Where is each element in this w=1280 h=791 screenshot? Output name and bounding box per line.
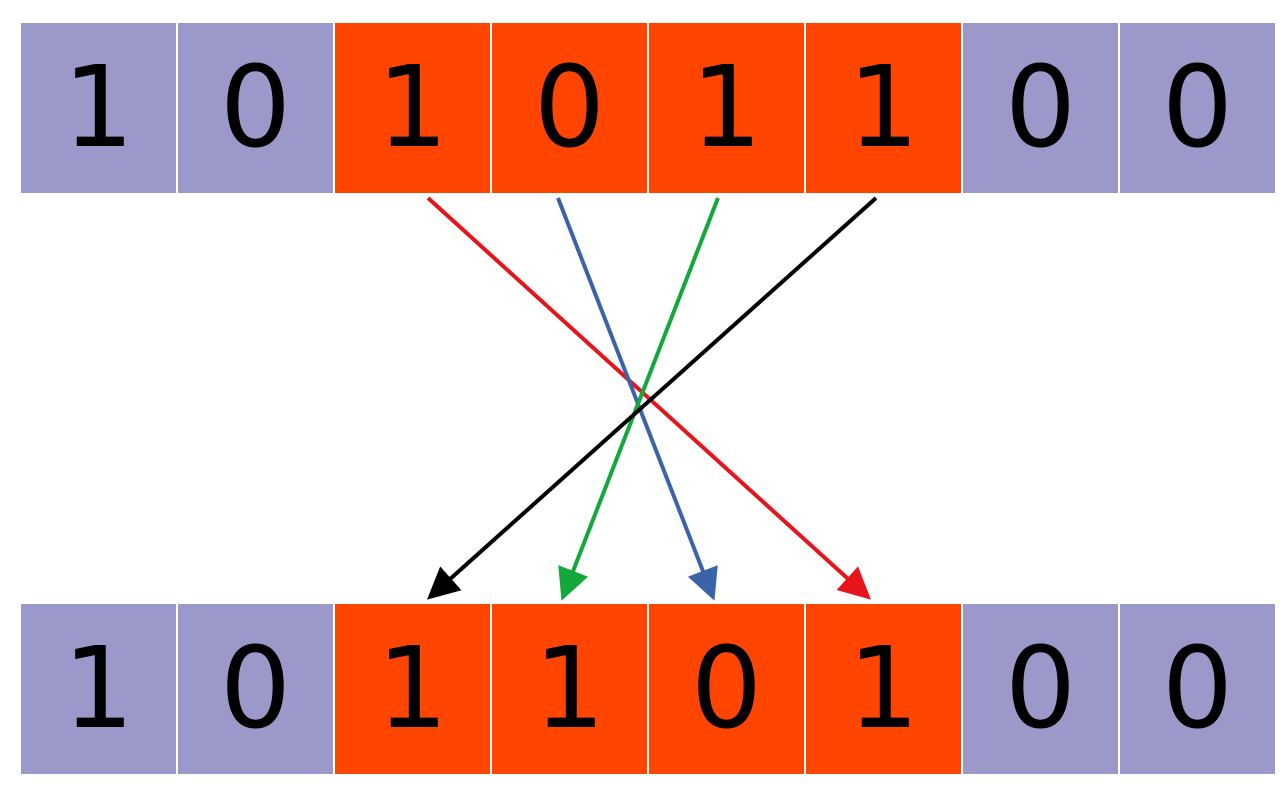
top-bit-cell-1: 0 [178,23,333,193]
top-bit-cell-5: 1 [806,23,961,193]
top-bit-cell-7: 0 [1120,23,1275,193]
top-bit-cell-4: 1 [649,23,804,193]
bottom-bit-cell-5: 1 [806,604,961,774]
bottom-bit-cell-0: 1 [21,604,176,774]
bottom-bit-cell-3: 1 [492,604,647,774]
top-bit-cell-6: 0 [963,23,1118,193]
bottom-bit-cell-7: 0 [1120,604,1275,774]
bottom-bit-cell-6: 0 [963,604,1118,774]
green-arrow [558,197,720,601]
red-arrow [426,196,871,600]
bottom-bit-cell-2: 1 [335,604,490,774]
black-arrow [427,196,878,600]
top-bit-cell-3: 0 [492,23,647,193]
bottom-bit-cell-4: 0 [649,604,804,774]
bottom-bit-row: 1 0 1 1 0 1 0 0 [21,604,1275,774]
top-bit-cell-0: 1 [21,23,176,193]
bottom-bit-cell-1: 0 [178,604,333,774]
blue-arrow [556,197,718,601]
top-bit-row: 1 0 1 0 1 1 0 0 [21,23,1275,193]
top-bit-cell-2: 1 [335,23,490,193]
